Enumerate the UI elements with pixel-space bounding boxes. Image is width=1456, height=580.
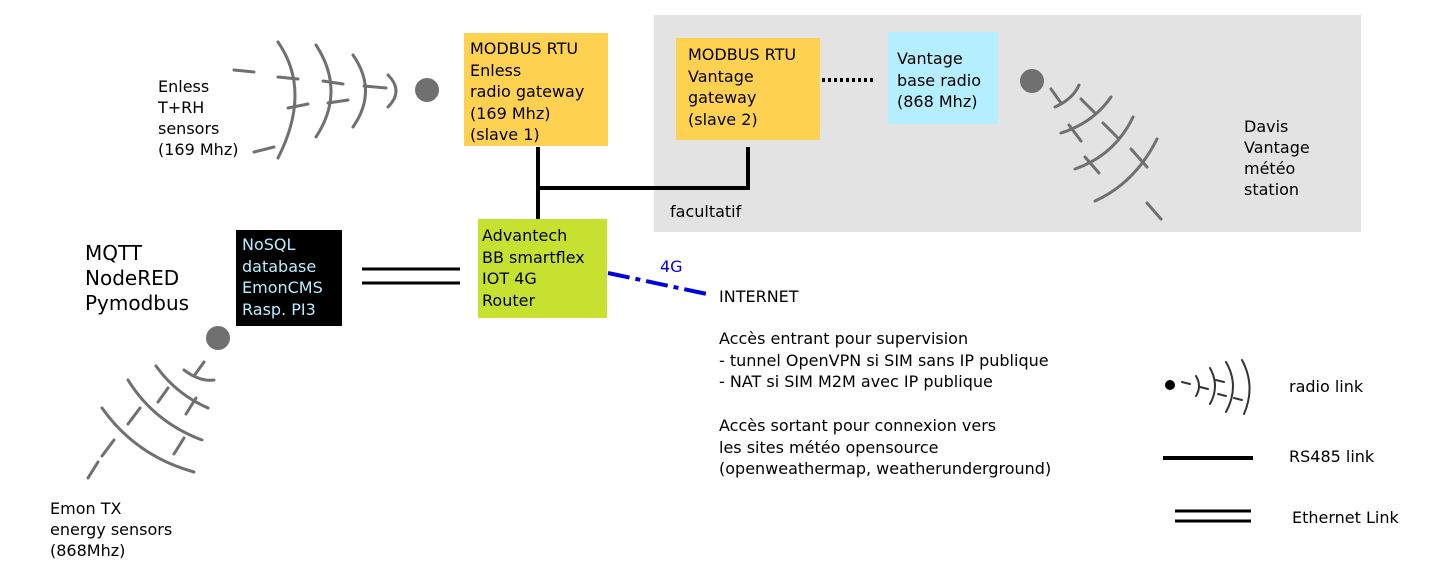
davis-station-line: Vantage	[1244, 138, 1310, 157]
access-notes: Accès entrant pour supervision - tunnel …	[719, 328, 1051, 480]
legend-radio-label: radio link	[1289, 377, 1364, 396]
radio-antenna-icon	[1020, 69, 1163, 221]
enless-gateway-box: MODBUS RTU Enless radio gateway (169 Mhz…	[464, 33, 608, 146]
davis-station-line: station	[1244, 180, 1300, 199]
database-line: EmonCMS	[242, 278, 323, 297]
software-line: MQTT	[85, 241, 143, 265]
vantage-base-radio-box: Vantage base radio (868 Mhz)	[888, 32, 998, 124]
rs485-link-bus	[538, 147, 750, 190]
internet-label: INTERNET	[719, 287, 799, 306]
davis-station-label: Davis Vantage météo station	[1244, 116, 1310, 200]
radio-antenna-icon	[1165, 359, 1251, 415]
radio-antenna-icon	[86, 326, 230, 480]
legend-ethernet-label: Ethernet Link	[1292, 508, 1399, 527]
vantage-base-line: (868 Mhz)	[897, 92, 978, 111]
vantage-gateway-line: Vantage	[688, 66, 754, 86]
4g-label: 4G	[660, 257, 683, 276]
router-line: Router	[482, 290, 536, 310]
access-note-line: Accès sortant pour connexion vers	[719, 415, 997, 435]
router-line: BB smartflex	[482, 247, 585, 267]
enless-gateway-line: Enless	[470, 60, 522, 80]
software-line: NodeRED	[85, 266, 180, 290]
enless-sensors-line: Enless	[158, 77, 210, 96]
enless-gateway-line: MODBUS RTU	[470, 39, 579, 58]
4g-link	[607, 271, 708, 296]
vantage-gateway-box: MODBUS RTU Vantage gateway (slave 2)	[676, 38, 820, 140]
emon-sensors-line: energy sensors	[50, 520, 173, 539]
software-stack-label: MQTT NodeRED Pymodbus	[85, 241, 189, 316]
emon-sensors-label: Emon TX energy sensors (868Mhz)	[50, 498, 172, 561]
vantage-base-line: Vantage	[897, 49, 963, 68]
davis-station-line: Davis	[1244, 117, 1289, 136]
enless-gateway-line: (slave 1)	[470, 125, 540, 144]
enless-sensors-line: (169 Mhz)	[158, 140, 239, 159]
enless-sensors-label: Enless T+RH sensors (169 Mhz)	[158, 76, 238, 160]
enless-gateway-line: (169 Mhz)	[470, 103, 551, 123]
emon-sensors-line: Emon TX	[50, 499, 122, 518]
database-line: database	[242, 256, 317, 276]
optional-label: facultatif	[670, 202, 742, 221]
enless-sensors-line: sensors	[158, 119, 220, 138]
database-line: Rasp. PI3	[242, 299, 316, 319]
radio-antenna-icon	[232, 40, 439, 160]
davis-station-line: météo	[1244, 159, 1296, 178]
access-note-line: - NAT si SIM M2M avec IP publique	[719, 372, 993, 392]
software-line: Pymodbus	[85, 291, 190, 315]
access-note-line: les sites météo opensource	[719, 437, 939, 457]
vantage-gateway-line: gateway	[688, 88, 757, 107]
enless-gateway-line: radio gateway	[470, 82, 585, 101]
router-line: IOT 4G	[482, 269, 537, 288]
database-box: NoSQL database EmonCMS Rasp. PI3	[236, 230, 342, 326]
access-note-line	[719, 393, 1051, 415]
router-box: Advantech BB smartflex IOT 4G Router	[478, 219, 607, 318]
enless-sensors-line: T+RH	[158, 98, 205, 117]
vantage-gateway-line: MODBUS RTU	[688, 45, 797, 64]
access-note-line: (openweathermap, weatherunderground)	[719, 459, 1052, 479]
legend-rs485-label: RS485 link	[1289, 447, 1375, 466]
access-note-line: Accès entrant pour supervision	[719, 329, 969, 348]
router-line: Advantech	[482, 226, 568, 245]
access-note-line: - tunnel OpenVPN si SIM sans IP publique	[719, 350, 1049, 370]
emon-sensors-line: (868Mhz)	[50, 541, 126, 560]
database-line: NoSQL	[242, 235, 296, 254]
vantage-gateway-line: (slave 2)	[688, 109, 758, 129]
vantage-base-line: base radio	[897, 70, 981, 90]
